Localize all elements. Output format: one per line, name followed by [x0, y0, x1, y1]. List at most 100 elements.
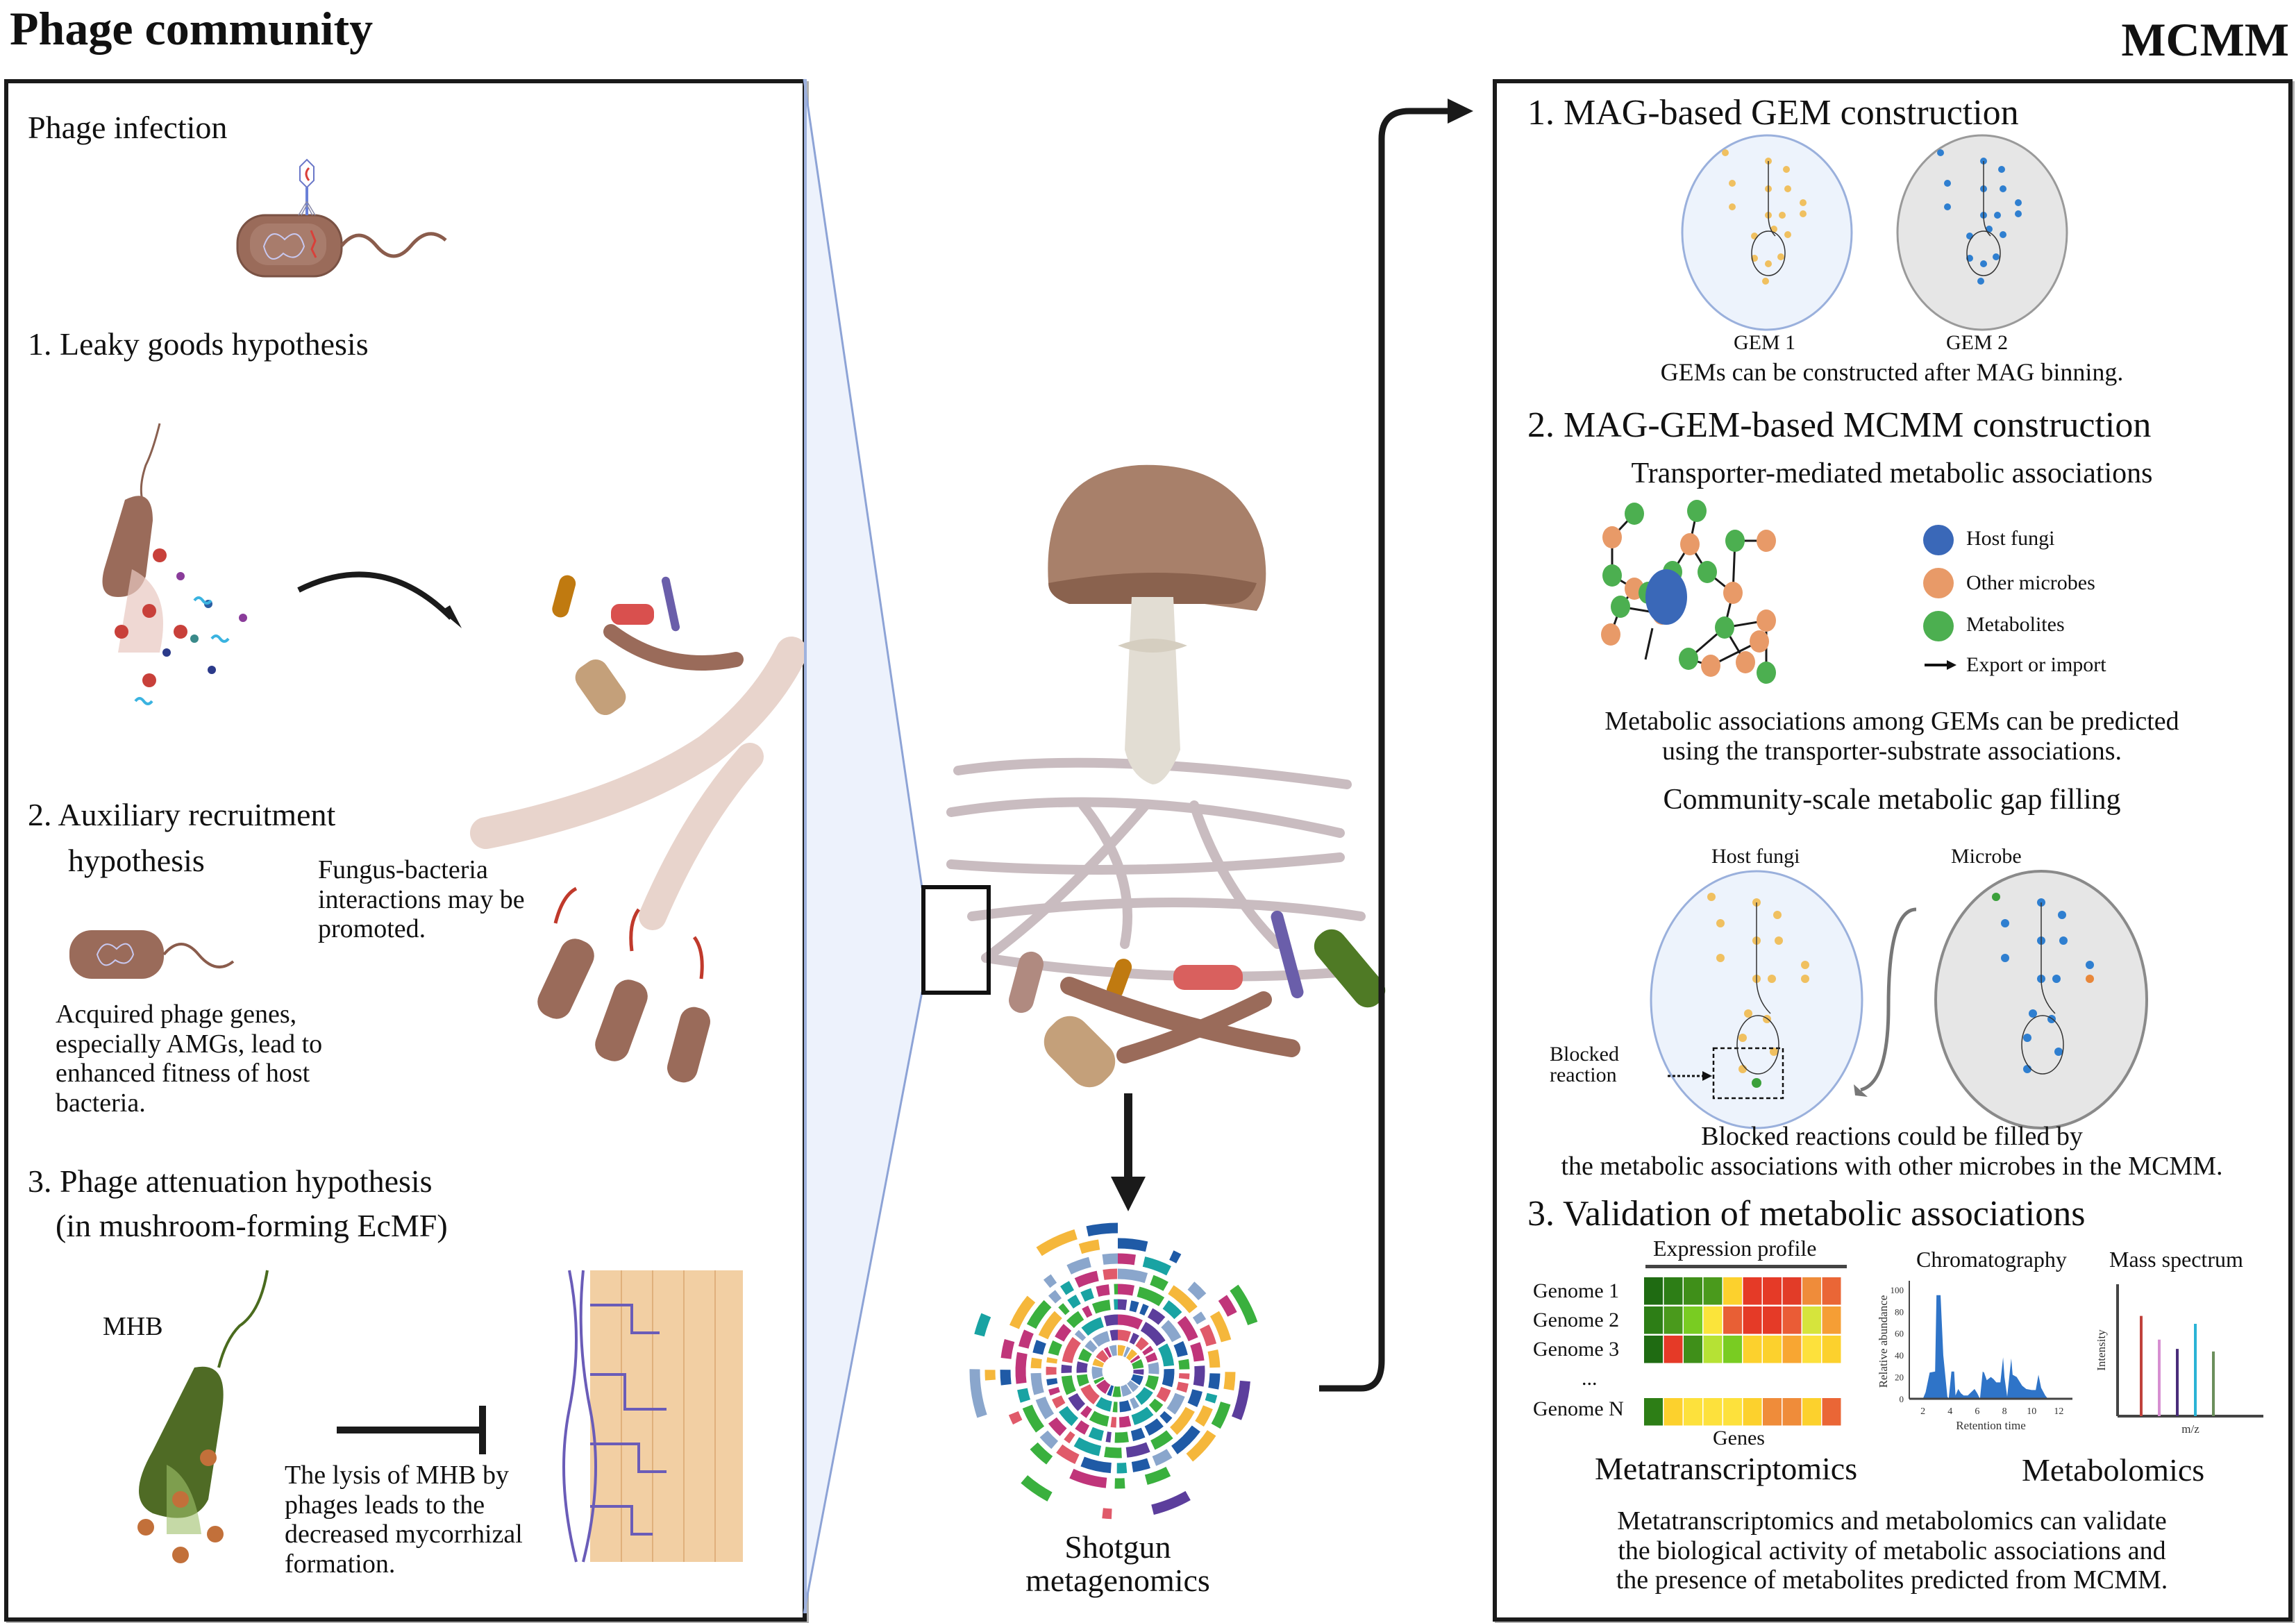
network-node: [1715, 616, 1734, 639]
metabolite-node: [1775, 936, 1783, 945]
legend-export-import: Export or import: [1966, 653, 2106, 676]
circos-segment: [1130, 1354, 1141, 1363]
circos-segment: [1008, 1411, 1023, 1425]
metabolite-node: [1977, 278, 1984, 285]
y-tick-label: 0: [1900, 1394, 1904, 1404]
circos-segment: [1208, 1373, 1221, 1390]
heatmap-cell: [1822, 1398, 1841, 1426]
metabolite-node: [1993, 253, 2000, 260]
metabolite-node: [1763, 1015, 1771, 1023]
circos-segment: [1209, 1311, 1232, 1343]
metabolite-node: [1762, 278, 1769, 285]
circos-segment: [1177, 1315, 1198, 1342]
heatmap-cell: [1763, 1398, 1782, 1426]
metabolite-node: [2086, 961, 2094, 969]
circos-segment: [1086, 1222, 1118, 1237]
circos-segment: [1114, 1431, 1129, 1443]
circos-segment: [1129, 1332, 1139, 1345]
circos-segment: [1169, 1250, 1182, 1263]
metatranscriptomics-label: Metatranscriptomics: [1595, 1451, 1858, 1486]
circos-segment: [1092, 1331, 1111, 1347]
pathway-cycle: [1966, 230, 2001, 276]
metabolite-node: [1980, 260, 1987, 267]
metabolite-node: [1707, 893, 1716, 901]
heatmap-cell: [1822, 1336, 1841, 1363]
heatmap-cell: [1723, 1277, 1742, 1305]
heatmap-cell: [1723, 1306, 1742, 1334]
circos-segment: [1093, 1377, 1105, 1384]
circos-segment: [1060, 1281, 1075, 1295]
metabolite-node: [2001, 954, 2009, 962]
x-tick-label: 4: [1947, 1406, 1952, 1417]
network-node: [1679, 648, 1698, 670]
metabolite-node: [2054, 1048, 2063, 1056]
circos-segment: [1129, 1300, 1139, 1313]
amg-bacterium-icon: [69, 930, 235, 979]
circos-segment: [1048, 1417, 1067, 1436]
host-fungi-node: [1645, 569, 1687, 625]
circos-segment: [1118, 1415, 1132, 1428]
circos-segment: [1207, 1349, 1221, 1368]
y-tick-label: 80: [1895, 1306, 1904, 1317]
circos-segment: [1173, 1340, 1188, 1358]
circos-segment: [1067, 1295, 1081, 1309]
chromatography-title: Chromatography: [1916, 1247, 2067, 1272]
metabolomics-label: Metabolomics: [2022, 1452, 2205, 1488]
heatmap-cell: [1802, 1398, 1821, 1426]
phage-icon: [298, 158, 316, 216]
metabolite-node: [1998, 166, 2005, 173]
left-title: Phage community: [10, 2, 374, 55]
circos-segment: [1120, 1384, 1132, 1397]
circos-segment: [1211, 1401, 1231, 1429]
gem1-cell-icon: [1681, 134, 1853, 331]
metabolite-node: [1784, 231, 1791, 238]
heatmap-cell: [1822, 1306, 1841, 1334]
metabolite-node: [1765, 260, 1772, 267]
genome-label-n: Genome N: [1533, 1397, 1624, 1420]
gem2-label: GEM 2: [1946, 331, 2009, 354]
network-node: [1698, 561, 1717, 583]
circos-segment: [1015, 1352, 1028, 1384]
circos-segment: [1145, 1374, 1159, 1390]
circos-segment: [1223, 1372, 1236, 1390]
microbe-label: Microbe: [1951, 845, 2022, 868]
x-tick-label: 2: [1920, 1406, 1925, 1417]
pathway-line: [1983, 161, 1991, 237]
circos-segment: [1130, 1397, 1140, 1409]
circos-segment: [1096, 1349, 1109, 1363]
metabolite-node: [1994, 212, 2001, 219]
circos-segment: [1092, 1358, 1105, 1368]
circos-segment: [1075, 1420, 1090, 1435]
circos-segment: [1195, 1405, 1213, 1427]
metabolite-node: [2052, 975, 2061, 983]
y-tick-label: 100: [1891, 1285, 1904, 1295]
phage-infection-heading: Phage infection: [28, 110, 228, 145]
circos-segment: [1166, 1393, 1185, 1415]
circos-segment: [1169, 1406, 1195, 1436]
host-fungi-cell-icon: [1650, 870, 1863, 1129]
leaky-goods-heading: 1. Leaky goods hypothesis: [28, 326, 369, 362]
circos-segment: [1156, 1386, 1171, 1402]
genome-label-2: Genome 2: [1533, 1309, 1620, 1331]
metabolite-node: [1744, 1009, 1752, 1018]
y-tick-label: 20: [1895, 1372, 1904, 1383]
circos-segment: [1069, 1468, 1107, 1488]
heatmap-cell: [1684, 1336, 1702, 1363]
circos-segment: [1035, 1396, 1055, 1420]
heatmap-cell: [1782, 1277, 1802, 1305]
circos-segment: [1062, 1337, 1082, 1363]
circos-segment: [1036, 1229, 1078, 1256]
phage-particles-icon: [137, 1449, 224, 1563]
circos-segment: [1148, 1398, 1164, 1413]
circos-segment: [1135, 1337, 1149, 1351]
zoom-wedge: [803, 78, 923, 1614]
circos-segment: [1131, 1359, 1144, 1370]
expression-profile-label: Expression profile: [1653, 1236, 1817, 1261]
circos-segment: [1000, 1370, 1012, 1386]
metabolite-node: [1751, 233, 1758, 239]
section-1-caption: GEMs can be constructed after MAG binnin…: [1660, 358, 2124, 386]
y-tick-label: 40: [1895, 1350, 1904, 1361]
gap-filling-illustration: [1650, 870, 2148, 1129]
